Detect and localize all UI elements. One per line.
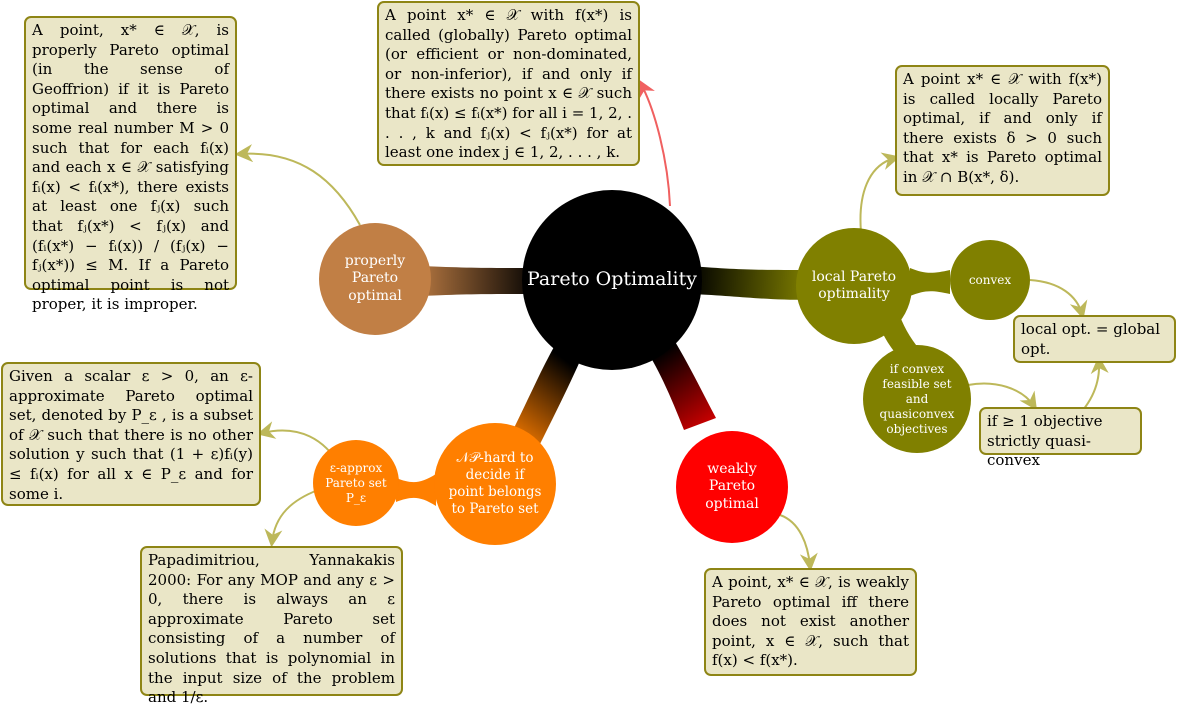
note-papadimitriou: Papadimitriou, Yannakakis 2000: For any … bbox=[140, 546, 403, 706]
eps-approx-node: ε-approx Pareto set P_ε bbox=[313, 440, 399, 526]
note-locally-pareto: A point x* ∈ 𝒳 with f(x*) is called loca… bbox=[895, 65, 1110, 196]
note-quasi-convex-text: if ≥ 1 objective strictly quasi-convex bbox=[987, 412, 1103, 470]
note-properly-pareto-text: A point, x* ∈ 𝒳, is properly Pareto opti… bbox=[32, 21, 229, 314]
properly-pareto-label: properly Pareto optimal bbox=[344, 252, 406, 304]
if-convex-label: if convex feasible set and quasiconvex o… bbox=[879, 361, 955, 436]
weakly-pareto-label: weakly Pareto optimal bbox=[705, 460, 759, 512]
eps-approx-label: ε-approx Pareto set P_ε bbox=[325, 460, 387, 505]
note-locally-pareto-text: A point x* ∈ 𝒳 with f(x*) is called loca… bbox=[903, 70, 1102, 186]
arrow-quasi-to-localglobal bbox=[1082, 355, 1109, 411]
arrow-properly-to-note bbox=[234, 144, 361, 226]
note-global-pareto-text: A point x* ∈ 𝒳 with f(x*) is called (glo… bbox=[385, 6, 632, 162]
connector-properly bbox=[420, 266, 540, 296]
arrow-eps-to-papa bbox=[264, 489, 319, 548]
np-hard-node: 𝒩𝒫-hard to decide if point belongs to Pa… bbox=[434, 423, 556, 545]
arrow-local-to-note bbox=[859, 152, 901, 233]
np-hard-label: 𝒩𝒫-hard to decide if point belongs to Pa… bbox=[448, 450, 542, 517]
note-weakly-pareto-text: A point, x* ∈ 𝒳, is weakly Pareto optima… bbox=[712, 573, 909, 670]
note-global-pareto: A point x* ∈ 𝒳 with f(x*) is called (glo… bbox=[377, 1, 640, 166]
local-pareto-node: local Pareto optimality bbox=[796, 228, 912, 344]
arrow-ifconvex-to-quasi bbox=[967, 382, 1037, 411]
convex-label: convex bbox=[968, 272, 1012, 287]
note-local-equals-global-text: local opt. = global opt. bbox=[1021, 320, 1161, 358]
center-label: Pareto Optimality bbox=[526, 268, 698, 291]
note-properly-pareto: A point, x* ∈ 𝒳, is properly Pareto opti… bbox=[24, 16, 237, 313]
properly-pareto-node: properly Pareto optimal bbox=[319, 223, 431, 335]
note-quasi-convex: if ≥ 1 objective strictly quasi-convex bbox=[979, 407, 1142, 469]
local-pareto-label: local Pareto optimality bbox=[811, 268, 897, 303]
if-convex-node: if convex feasible set and quasiconvex o… bbox=[863, 345, 971, 453]
arrow-center-to-global bbox=[638, 79, 671, 207]
connector-nphard bbox=[512, 345, 584, 444]
center-node: Pareto Optimality bbox=[522, 190, 702, 370]
connector-convex bbox=[910, 268, 950, 296]
note-eps-approx-text: Given a scalar ε > 0, an ε-approximate P… bbox=[9, 367, 253, 503]
weakly-pareto-node: weakly Pareto optimal bbox=[676, 431, 788, 543]
arrow-weakly-to-note bbox=[779, 514, 818, 572]
connector-eps bbox=[396, 474, 436, 506]
arrow-convex-to-localglobal bbox=[1029, 279, 1088, 320]
note-local-equals-global: local opt. = global opt. bbox=[1013, 315, 1176, 363]
note-papadimitriou-text: Papadimitriou, Yannakakis 2000: For any … bbox=[148, 551, 395, 707]
convex-node: convex bbox=[950, 240, 1030, 320]
note-eps-approx: Given a scalar ε > 0, an ε-approximate P… bbox=[1, 362, 261, 506]
note-weakly-pareto: A point, x* ∈ 𝒳, is weakly Pareto optima… bbox=[704, 568, 917, 676]
connector-local bbox=[690, 266, 810, 300]
